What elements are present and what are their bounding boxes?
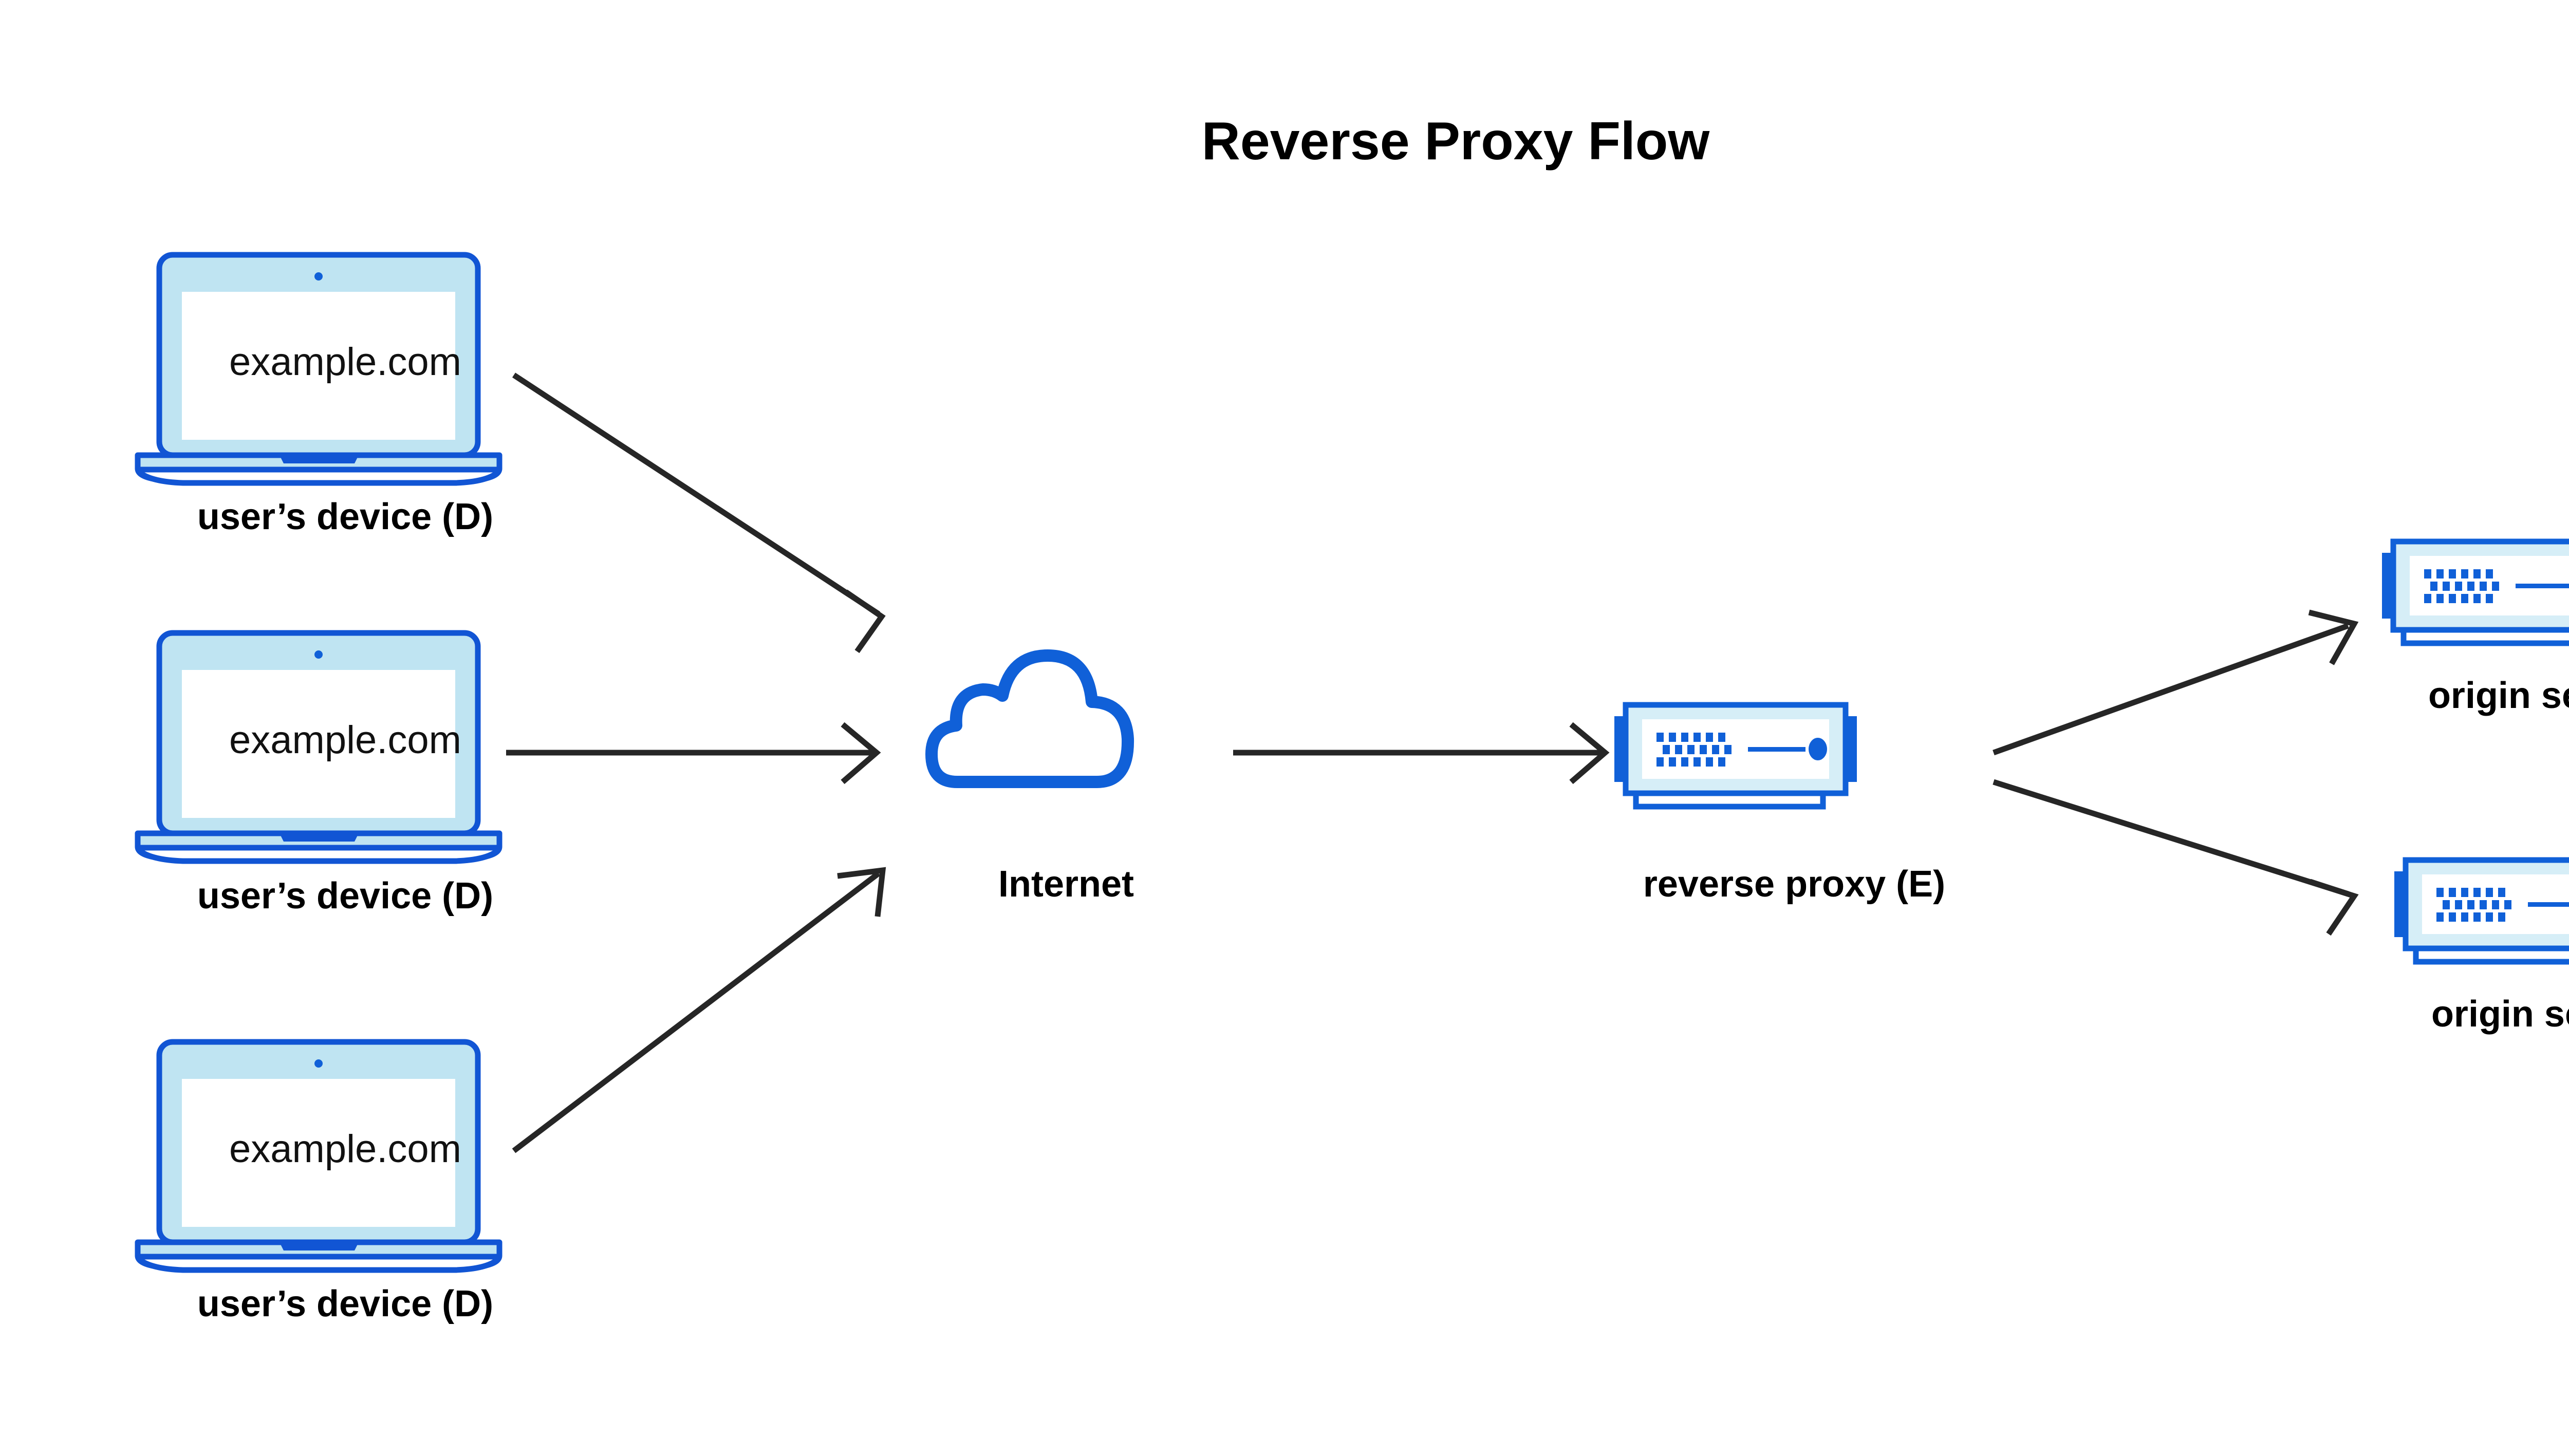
edges-layer	[506, 372, 2359, 1153]
node-client-middle[interactable]: example.com user’s device (D)	[138, 633, 499, 917]
node-caption-client-middle: user’s device (D)	[197, 875, 493, 917]
laptop-screen-text: example.com	[229, 718, 461, 762]
edge-proxy-to-origin-top	[1993, 609, 2359, 756]
node-client-bottom[interactable]: example.com user’s device (D)	[138, 1042, 499, 1324]
edge-internet-to-proxy	[1233, 722, 1610, 785]
server-icon	[2394, 860, 2569, 962]
laptop-screen-text: example.com	[229, 1127, 461, 1171]
node-caption-origin-top: origin server (F)	[2428, 675, 2569, 716]
node-caption-origin-bottom: origin server (F)	[2431, 994, 2569, 1035]
edge-client-bottom-to-internet	[512, 867, 886, 1153]
laptop-screen-text: example.com	[229, 340, 461, 384]
server-icon	[2382, 542, 2569, 643]
edge-client-middle-to-internet	[506, 722, 881, 785]
edge-proxy-to-origin-bottom	[1993, 779, 2359, 936]
node-caption-internet: Internet	[998, 864, 1134, 905]
server-icon	[1614, 705, 1857, 807]
node-caption-client-top: user’s device (D)	[197, 496, 493, 537]
node-origin-bottom[interactable]: origin server (F)	[2394, 860, 2569, 1035]
node-origin-top[interactable]: origin server (F)	[2382, 542, 2569, 716]
node-client-top[interactable]: example.com user’s device (D)	[138, 255, 499, 537]
page-title: Reverse Proxy Flow	[1202, 111, 1710, 171]
node-caption-reverse-proxy: reverse proxy (E)	[1643, 864, 1945, 905]
edge-client-top-to-internet	[512, 372, 886, 654]
node-caption-client-bottom: user’s device (D)	[197, 1283, 493, 1324]
node-internet[interactable]: Internet	[932, 656, 1134, 905]
node-reverse-proxy[interactable]: reverse proxy (E)	[1614, 705, 1945, 905]
